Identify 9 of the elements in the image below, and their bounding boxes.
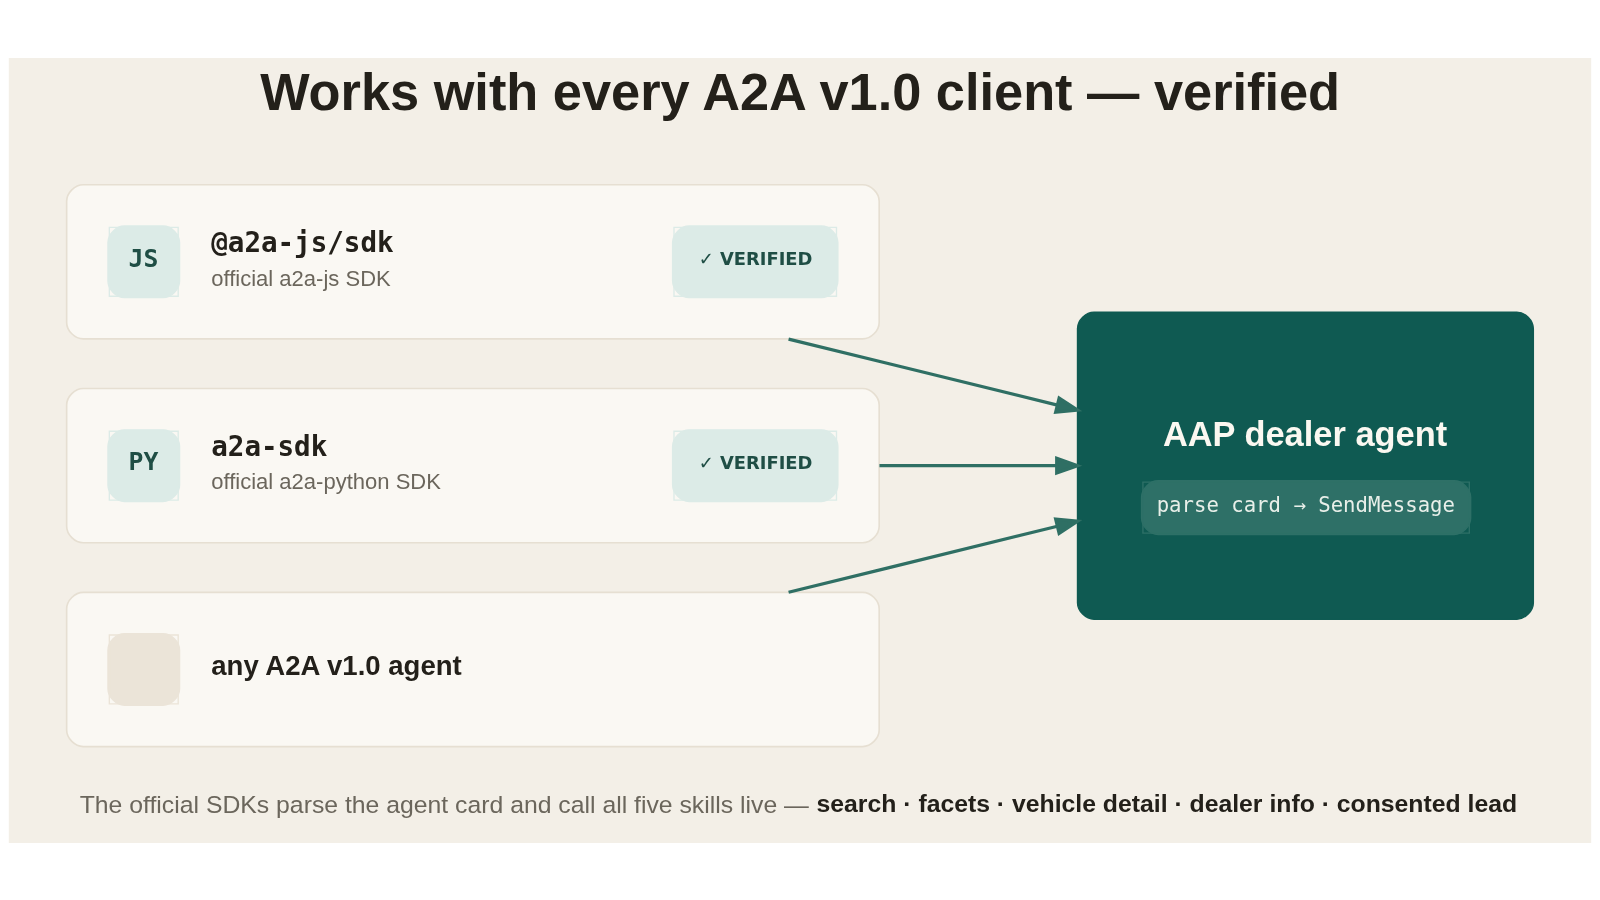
diagram-title: Works with every A2A v1.0 client — verified [260, 62, 1341, 121]
caption: The official SDKs parse the agent card and call all five skills live — search · facets · vehicle detail · dealer info · consented lead [79, 789, 1518, 818]
node-box: PY a2a-sdk official a2a-python SDK ✓ VERIFIED [65, 387, 880, 544]
arrow [879, 455, 1083, 475]
arrow [788, 516, 1083, 594]
node-box: AAP dealer agent parse card → SendMessage [1076, 310, 1535, 620]
node-box: any A2A v1.0 agent [65, 591, 880, 747]
arrow [788, 336, 1083, 414]
node-box: JS @a2a-js/sdk official a2a-js SDK ✓ VERIFIED [65, 183, 880, 340]
